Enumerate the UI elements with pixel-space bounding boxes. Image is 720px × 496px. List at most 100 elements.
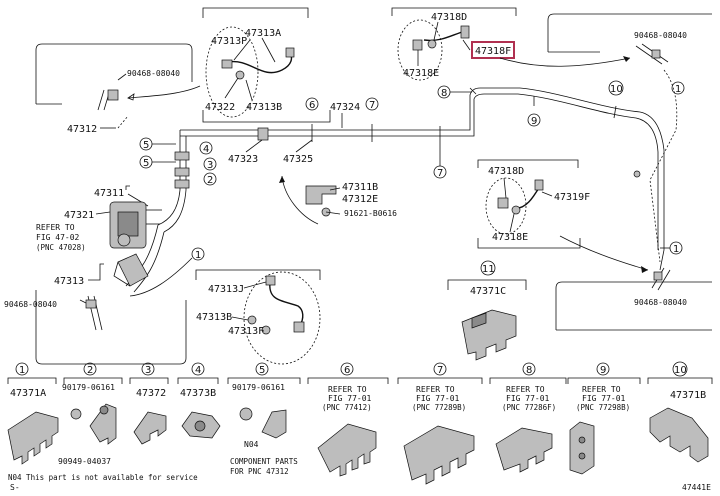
legend-bracket	[129, 377, 169, 384]
circle-number: 4	[203, 144, 209, 155]
legend-label-2: 90949-04037	[58, 457, 111, 466]
legend-clamp-hole	[99, 405, 109, 415]
valve-port	[117, 233, 131, 247]
circle-marker	[199, 141, 213, 155]
pointer-arrow	[559, 235, 649, 271]
dashed-leader	[117, 115, 129, 129]
callout-47319F: 47319F	[554, 192, 590, 203]
legend-number-circle	[672, 361, 688, 377]
leader-line	[503, 177, 507, 199]
callout-47318F: 47318F	[475, 46, 511, 57]
detail-ellipse	[205, 26, 259, 118]
callout-47313A: 47313A	[245, 28, 281, 39]
callout-47371C: 47371C	[470, 286, 506, 297]
callout-47321: 47321	[64, 210, 94, 221]
pipe-left-vertical	[157, 130, 181, 226]
footer-s: S-	[10, 483, 20, 492]
fitting	[460, 25, 470, 39]
brake-pipe-main-2	[180, 93, 659, 250]
legend-ref-line1: REFER TO	[582, 385, 621, 394]
legend-number: 7	[437, 365, 443, 376]
clip	[427, 39, 437, 49]
circle-number: 1	[195, 250, 201, 261]
legend-number: 1	[19, 365, 25, 376]
highlight-47318F	[471, 41, 515, 59]
circle-marker	[203, 157, 217, 171]
circle-marker	[365, 97, 379, 111]
callout-90468-left: 90468-08040	[127, 69, 180, 78]
leader-line	[88, 263, 104, 281]
legend-ref-line2: FIG 77-01	[416, 394, 460, 403]
legend-bolt	[239, 407, 253, 421]
bracket-part	[305, 185, 337, 205]
callout-47324: 47324	[330, 102, 360, 113]
legend-number-circle	[596, 362, 610, 376]
legend-bracket	[489, 377, 567, 384]
pipe-marker	[469, 87, 477, 95]
circle-marker	[305, 97, 319, 111]
legend-clamp-77289B	[403, 425, 475, 485]
arrow-head	[279, 176, 285, 183]
group-top-center: 47318D 47318E 47318F	[391, 7, 631, 81]
pointer-arrow	[129, 257, 193, 297]
callout-47318E-mid: 47318E	[492, 232, 528, 243]
fitting	[534, 179, 544, 191]
circle-number: 9	[531, 116, 537, 127]
group-47311B: 47311B 47312E 91621-B0616	[279, 175, 397, 225]
legend-number-circle	[15, 362, 29, 376]
circle-number: 3	[207, 160, 213, 171]
legend-bracket	[177, 377, 219, 384]
circle-number: 7	[437, 168, 443, 179]
detail-ellipse	[485, 177, 527, 235]
bolt-clip	[651, 49, 661, 59]
leader-line	[224, 77, 239, 99]
callout-90468-bl: 90468-08040	[4, 300, 57, 309]
circle-number: 11	[482, 264, 495, 275]
refer-note-line1: REFER TO	[36, 223, 75, 232]
brake-pipe-main	[180, 87, 665, 271]
pipe-clip	[174, 179, 190, 189]
group-bottom-left-box: 90468-08040	[4, 257, 193, 365]
legend-number-circle	[522, 362, 536, 376]
group-left-bolt: 90468-08040 47312	[35, 43, 201, 135]
circle-number: 5	[143, 140, 149, 151]
circle-number: 1	[673, 244, 679, 255]
legend-clamp-47371A	[7, 411, 59, 465]
legend-bracket	[63, 377, 123, 384]
group-47371C: 11 47371C	[447, 260, 527, 361]
bracket-top-left	[202, 7, 309, 18]
legend-ref-line1: REFER TO	[416, 385, 455, 394]
legend-bolt	[70, 408, 82, 420]
legend-bracket	[227, 377, 301, 384]
legend-ref-line3: (PNC 77412)	[322, 403, 372, 412]
fitting	[497, 197, 509, 209]
legend-row: 1 47371A 2 90179-06161 90949-04037 3 473…	[7, 361, 713, 492]
detail-ellipse	[243, 271, 321, 365]
dashed-pipe	[649, 69, 678, 263]
callout-47323: 47323	[228, 154, 258, 165]
footer-note: N04 This part is not available for servi…	[8, 473, 198, 482]
callout-90468-right: 90468-08040	[634, 31, 687, 40]
legend-bracket	[567, 377, 641, 384]
leader-line	[245, 139, 263, 153]
pipe-clip	[174, 151, 190, 161]
circle-marker	[608, 80, 624, 96]
pipe-marker	[613, 105, 617, 119]
pointer-arrow	[127, 85, 201, 99]
group-top-left: 47313A 47313P 47322 47313B	[202, 7, 331, 123]
legend-clamp-77412	[317, 423, 377, 477]
legend-bracket	[647, 377, 713, 384]
legend-label: 47372	[136, 388, 166, 399]
bracket-top-center	[391, 7, 517, 16]
leader-line	[295, 139, 313, 153]
leader-line	[541, 191, 553, 197]
brake-lines: 47324 47323 47325	[125, 69, 678, 293]
arrow-head	[623, 56, 630, 62]
group-47313J: 47313J 47313B 47313F	[195, 269, 321, 365]
legend-clamp-47372	[133, 411, 167, 445]
leader-line	[233, 39, 251, 61]
leader-line	[245, 79, 253, 101]
legend-ref-line2: FIG 77-01	[582, 394, 626, 403]
clip	[261, 325, 271, 335]
